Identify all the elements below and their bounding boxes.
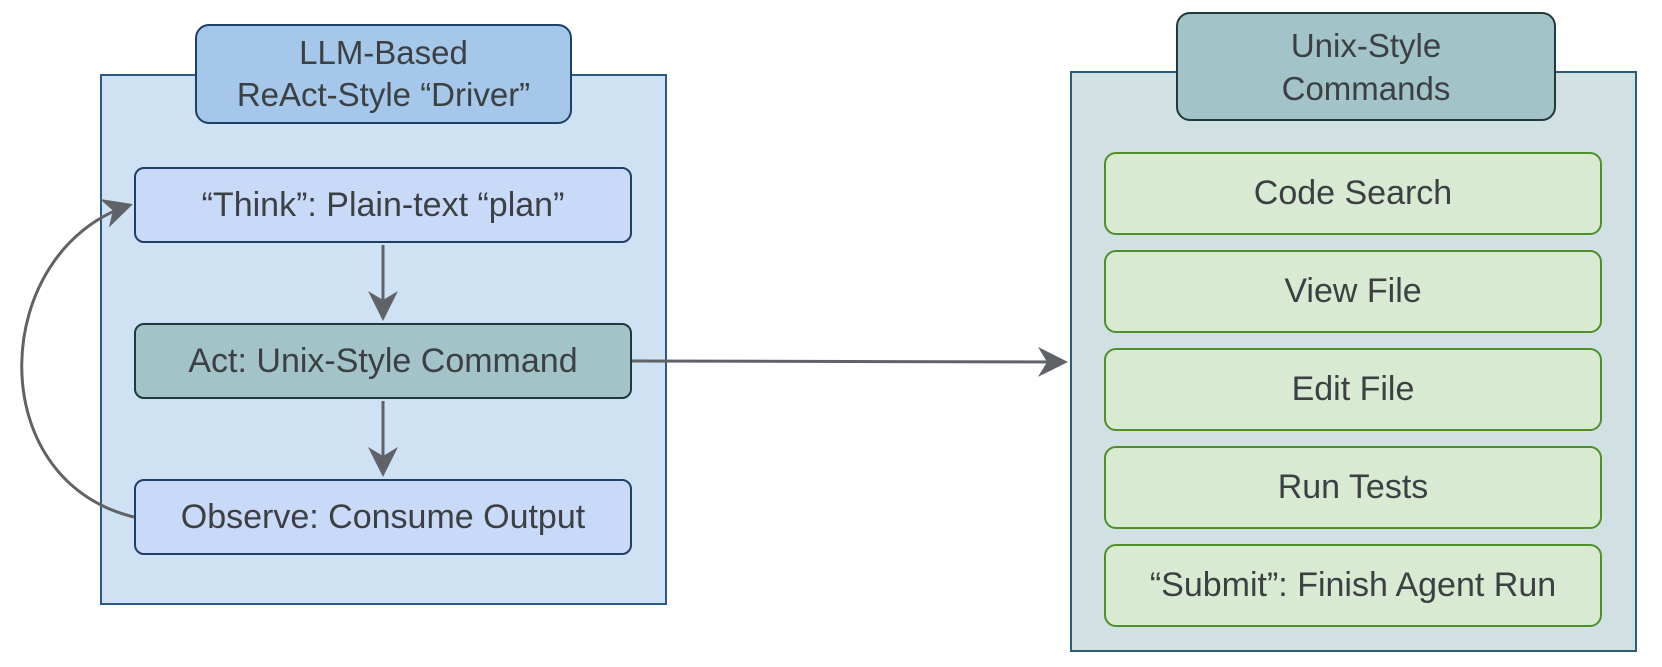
command-code-search: Code Search <box>1104 152 1602 235</box>
command-label: “Submit”: Finish Agent Run <box>1149 566 1557 604</box>
act-to-commands-arrow <box>631 346 1068 377</box>
command-view-file: View File <box>1104 250 1602 333</box>
commands-title: Unix-Style Commands <box>1176 12 1556 121</box>
observe-step: Observe: Consume Output <box>134 479 632 555</box>
think-step: “Think”: Plain-text “plan” <box>134 167 632 243</box>
command-submit: “Submit”: Finish Agent Run <box>1104 544 1602 627</box>
act-step-label: Act: Unix-Style Command <box>188 341 578 380</box>
command-label: Edit File <box>1291 370 1415 408</box>
commands-title-line2: Commands <box>1281 69 1451 107</box>
command-label: View File <box>1284 272 1422 310</box>
command-label: Code Search <box>1253 174 1453 212</box>
commands-title-line1: Unix-Style <box>1290 26 1442 64</box>
command-edit-file: Edit File <box>1104 348 1602 431</box>
driver-title-line2: ReAct-Style “Driver” <box>236 76 531 113</box>
think-step-label: “Think”: Plain-text “plan” <box>201 185 565 224</box>
driver-title-line1: LLM-Based <box>299 34 468 71</box>
driver-title: LLM-Based ReAct-Style “Driver” <box>195 24 572 124</box>
command-run-tests: Run Tests <box>1104 446 1602 529</box>
observe-step-label: Observe: Consume Output <box>180 497 586 536</box>
act-step: Act: Unix-Style Command <box>134 323 632 399</box>
command-label: Run Tests <box>1277 468 1429 506</box>
